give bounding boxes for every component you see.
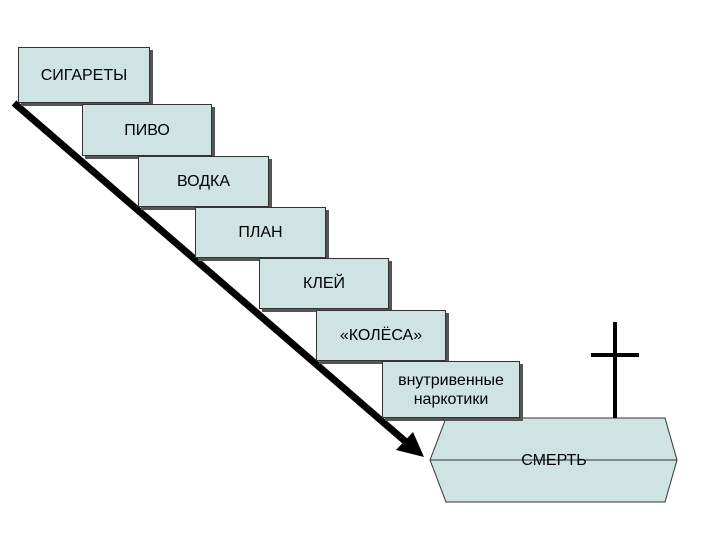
coffin-label: СМЕРТЬ: [521, 452, 587, 469]
cross-icon: [591, 322, 639, 418]
step-label: ПЛАН: [238, 224, 283, 241]
arrow-down-right-icon: [11, 100, 424, 457]
step-label: СИГАРЕТЫ: [40, 66, 128, 84]
step-beer: ПИВО: [82, 104, 212, 156]
step-glue: КЛЕЙ: [259, 258, 389, 309]
step-injected-drugs: внутривенные наркотики: [382, 361, 520, 418]
step-plan: ПЛАН: [195, 207, 326, 258]
step-label: «КОЛЁСА»: [339, 327, 423, 344]
step-label: ПИВО: [124, 121, 170, 139]
step-cigarettes: СИГАРЕТЫ: [18, 47, 150, 103]
step-label: КЛЕЙ: [303, 275, 345, 292]
step-label: ВОДКА: [176, 173, 231, 190]
step-label: внутривенные наркотики: [398, 371, 504, 408]
step-vodka: ВОДКА: [138, 156, 269, 207]
step-pills: «КОЛЁСА»: [316, 310, 446, 361]
